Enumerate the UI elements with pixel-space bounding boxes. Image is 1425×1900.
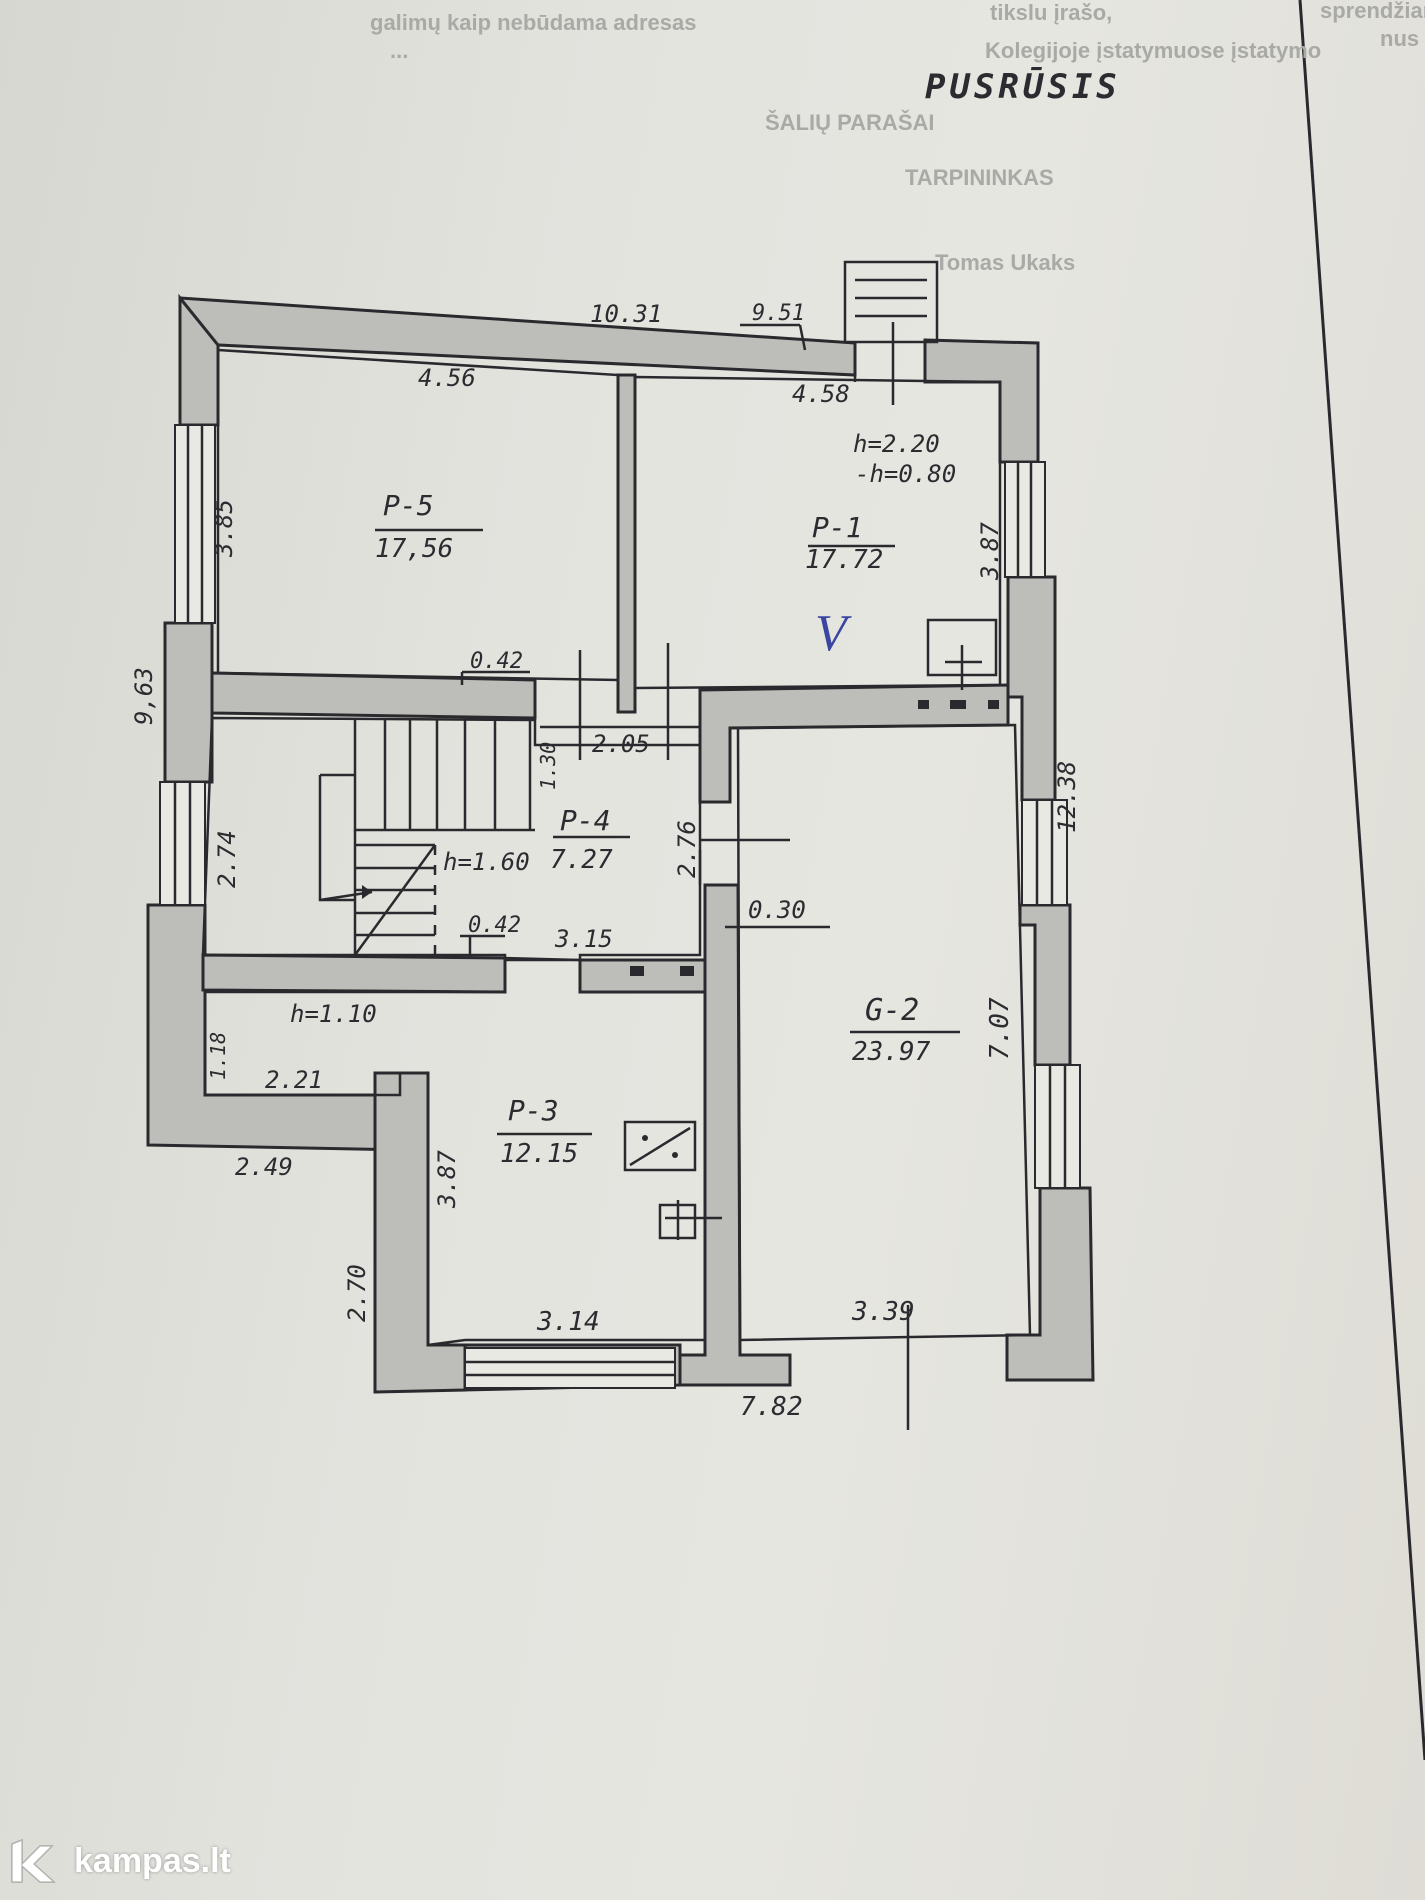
dim-p3-left-small: 1.18	[206, 1032, 230, 1080]
page-edge-line	[1298, 0, 1425, 1761]
dim-bottom-total: 7.82	[740, 1392, 803, 1422]
height-p4: h=1.60	[443, 848, 530, 876]
room-id-p5: P-5	[383, 489, 434, 522]
wall-right-lower	[1005, 1186, 1095, 1382]
watermark-text: kampas.lt	[74, 1841, 231, 1880]
dim-p3-side: 3.87	[433, 1150, 461, 1209]
dim-right-total: 12.38	[1053, 761, 1081, 833]
wall-p5-p1	[616, 373, 637, 714]
dim-p3-outer: 2.49	[235, 1153, 293, 1181]
vent-icon-4	[630, 966, 644, 976]
dim-p3-bottom: 3.14	[536, 1307, 600, 1337]
dim-p5-side: 3.85	[210, 499, 238, 558]
room-outlines	[201, 348, 1032, 1347]
wall-stair-bottom	[201, 953, 507, 994]
faint-text-cut-right-2: nus	[1380, 26, 1419, 51]
watermark-logo: kampas.lt	[6, 1836, 231, 1886]
height-p1-minus: -h=0.80	[855, 460, 956, 488]
dim-top-total: 10.31	[590, 300, 662, 328]
outline-g2	[736, 723, 1032, 1342]
height-labels: h=2.20 -h=0.80 h=1.60 h=1.10	[290, 430, 956, 1028]
height-p3: h=1.10	[290, 1000, 377, 1028]
room-id-p4: P-4	[560, 804, 611, 837]
wall-p5-bottom	[210, 671, 537, 720]
wall-left-mid	[163, 621, 214, 784]
dim-p4-right: 2.76	[673, 820, 701, 878]
dim-g2-side: 7.07	[985, 997, 1015, 1060]
window-p3	[464, 1347, 676, 1389]
boiler-icon	[623, 1120, 697, 1172]
faint-text-top-left-2: ...	[390, 38, 408, 63]
dim-wall-042-upper: 0.42	[470, 649, 523, 674]
room-area-p4: 7.27	[550, 845, 613, 875]
dimension-labels: 10.31 9.51 4.56 4.58 3.85 3.87 9,63 12.3…	[130, 300, 1081, 1422]
room-area-p5: 17,56	[375, 534, 453, 564]
page-title: PUSRŪSIS	[925, 66, 1121, 107]
dim-p1-side: 3.87	[976, 522, 1004, 581]
vent-icon-3	[988, 700, 999, 709]
interior-stairs	[318, 720, 535, 956]
outline-p1	[633, 375, 1002, 690]
dim-p4-left: 2.74	[213, 830, 241, 888]
dim-wall-042-lower: 0.42	[468, 913, 521, 938]
door-marks	[540, 643, 910, 1430]
vent-icon-5	[680, 966, 694, 976]
window-g2-upper	[1021, 799, 1068, 906]
dim-p3-lower-left: 2.70	[343, 1264, 371, 1322]
outline-p5	[216, 348, 620, 682]
faint-text-signatures: ŠALIŲ PARAŠAI	[765, 110, 935, 135]
window-p4	[159, 781, 206, 906]
dim-p4-bottom: 3.15	[554, 925, 613, 953]
height-p1: h=2.20	[853, 430, 940, 458]
wall-right-mid	[1018, 903, 1072, 1067]
dim-p1-top: 4.58	[792, 380, 850, 408]
room-labels: P-5 17,56 P-1 17.72 P-4 7.27 P-3 12.15 G…	[375, 489, 960, 1169]
dim-wall-030: 0.30	[748, 896, 806, 924]
faint-text-intermediary: TARPININKAS	[905, 165, 1054, 190]
dim-p4-width: 2.05	[592, 730, 650, 758]
entry-stair	[843, 260, 939, 405]
faint-text-cut-right-1: sprendžiar	[1320, 0, 1425, 23]
faint-text-top-left-1: galimų kaip nebūdama adresas	[370, 10, 696, 35]
fixtures	[623, 618, 999, 1240]
outline-p4	[201, 716, 702, 962]
faint-text-signed: Tomas Ukaks	[935, 250, 1075, 275]
window-g2-lower	[1034, 1064, 1081, 1189]
annotation-mark: V	[815, 605, 852, 662]
room-area-p1: 17.72	[805, 545, 883, 575]
dim-p3-ledge: 2.21	[265, 1066, 323, 1094]
room-id-p1: P-1	[812, 511, 863, 544]
room-area-g2: 23.97	[852, 1037, 931, 1067]
dim-left-total: 9,63	[130, 667, 158, 725]
dim-g2-bottom: 3.39	[851, 1297, 915, 1327]
window-p5	[174, 424, 216, 624]
dim-stair-130: 1.30	[536, 742, 560, 790]
room-id-p3: P-3	[508, 1094, 559, 1127]
room-area-p3: 12.15	[500, 1139, 578, 1169]
vent-icon-1	[918, 700, 929, 709]
windows	[159, 424, 1081, 1389]
kampas-logo-icon	[11, 1838, 56, 1883]
wall-top-right	[923, 338, 1040, 464]
window-p1	[1004, 461, 1046, 578]
room-id-g2: G-2	[865, 993, 919, 1028]
faint-text-top-right-1: tikslu įrašo,	[990, 0, 1112, 25]
outline-p3	[203, 958, 707, 1347]
dim-top-right: 9.51	[752, 301, 805, 326]
faint-text-top-right-2: Kolegijoje įstatymuose įstatymo	[985, 38, 1321, 63]
vent-icon-2	[950, 700, 966, 709]
wall-p3-left	[373, 1071, 467, 1394]
dim-p5-top: 4.56	[418, 364, 476, 392]
